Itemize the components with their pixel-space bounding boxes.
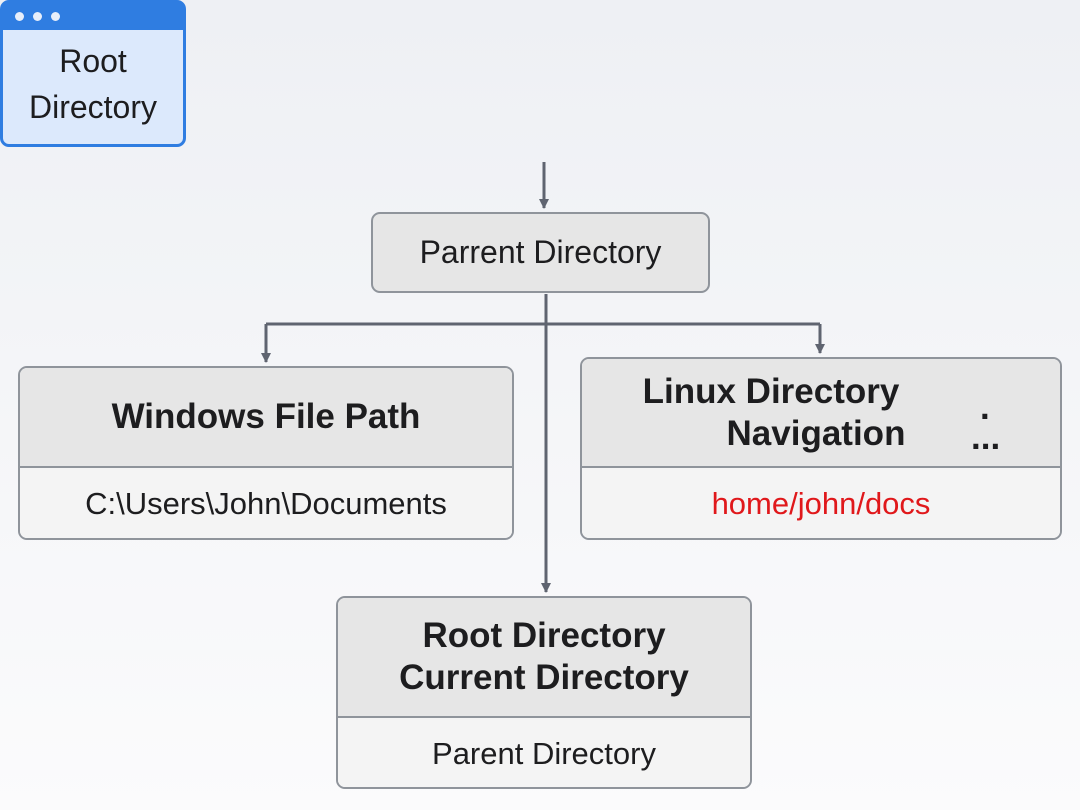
linux-node-title-line1: Linux Directory	[642, 371, 900, 411]
window-dot-icon	[15, 12, 24, 21]
window-dot-icon	[33, 12, 42, 21]
root-directory-label: Root Directory	[3, 30, 183, 137]
root-label-line2: Directory	[28, 88, 157, 125]
root-directory-window[interactable]: Root Directory	[0, 0, 186, 147]
windows-node-title: Windows File Path	[111, 397, 421, 436]
window-dot-icon	[51, 12, 60, 21]
linux-node-header: Linux Directory Navigation . ...	[582, 359, 1060, 468]
linux-node-title-line2: Navigation	[726, 413, 906, 453]
current-node-title-line1: Root Directory	[422, 616, 666, 655]
parent-directory-node[interactable]: Parrent Directory	[371, 212, 710, 293]
windows-node-body: C:\Users\John\Documents	[20, 468, 512, 538]
windows-node-header: Windows File Path	[20, 368, 512, 468]
current-node-title-line2: Current Directory	[399, 658, 689, 697]
windows-file-path-node[interactable]: Windows File Path C:\Users\John\Document…	[18, 366, 514, 540]
current-node-subtitle: Parent Directory	[432, 735, 656, 771]
root-label-line1: Root	[59, 43, 127, 80]
windows-path-text: C:\Users\John\Documents	[85, 486, 447, 521]
current-node-header: Root Directory Current Directory	[338, 598, 750, 718]
linux-directory-node[interactable]: Linux Directory Navigation . ... home/jo…	[580, 357, 1062, 540]
current-node-body: Parent Directory	[338, 718, 750, 787]
current-directory-node[interactable]: Root Directory Current Directory Parent …	[336, 596, 752, 789]
linux-node-body: home/john/docs	[582, 468, 1060, 538]
dot-glyph: .	[980, 388, 990, 427]
ellipsis-glyph: ...	[971, 418, 1001, 457]
linux-path-text: home/john/docs	[711, 486, 931, 521]
browser-window-icon	[3, 3, 183, 30]
parent-directory-label: Parrent Directory	[419, 234, 662, 270]
